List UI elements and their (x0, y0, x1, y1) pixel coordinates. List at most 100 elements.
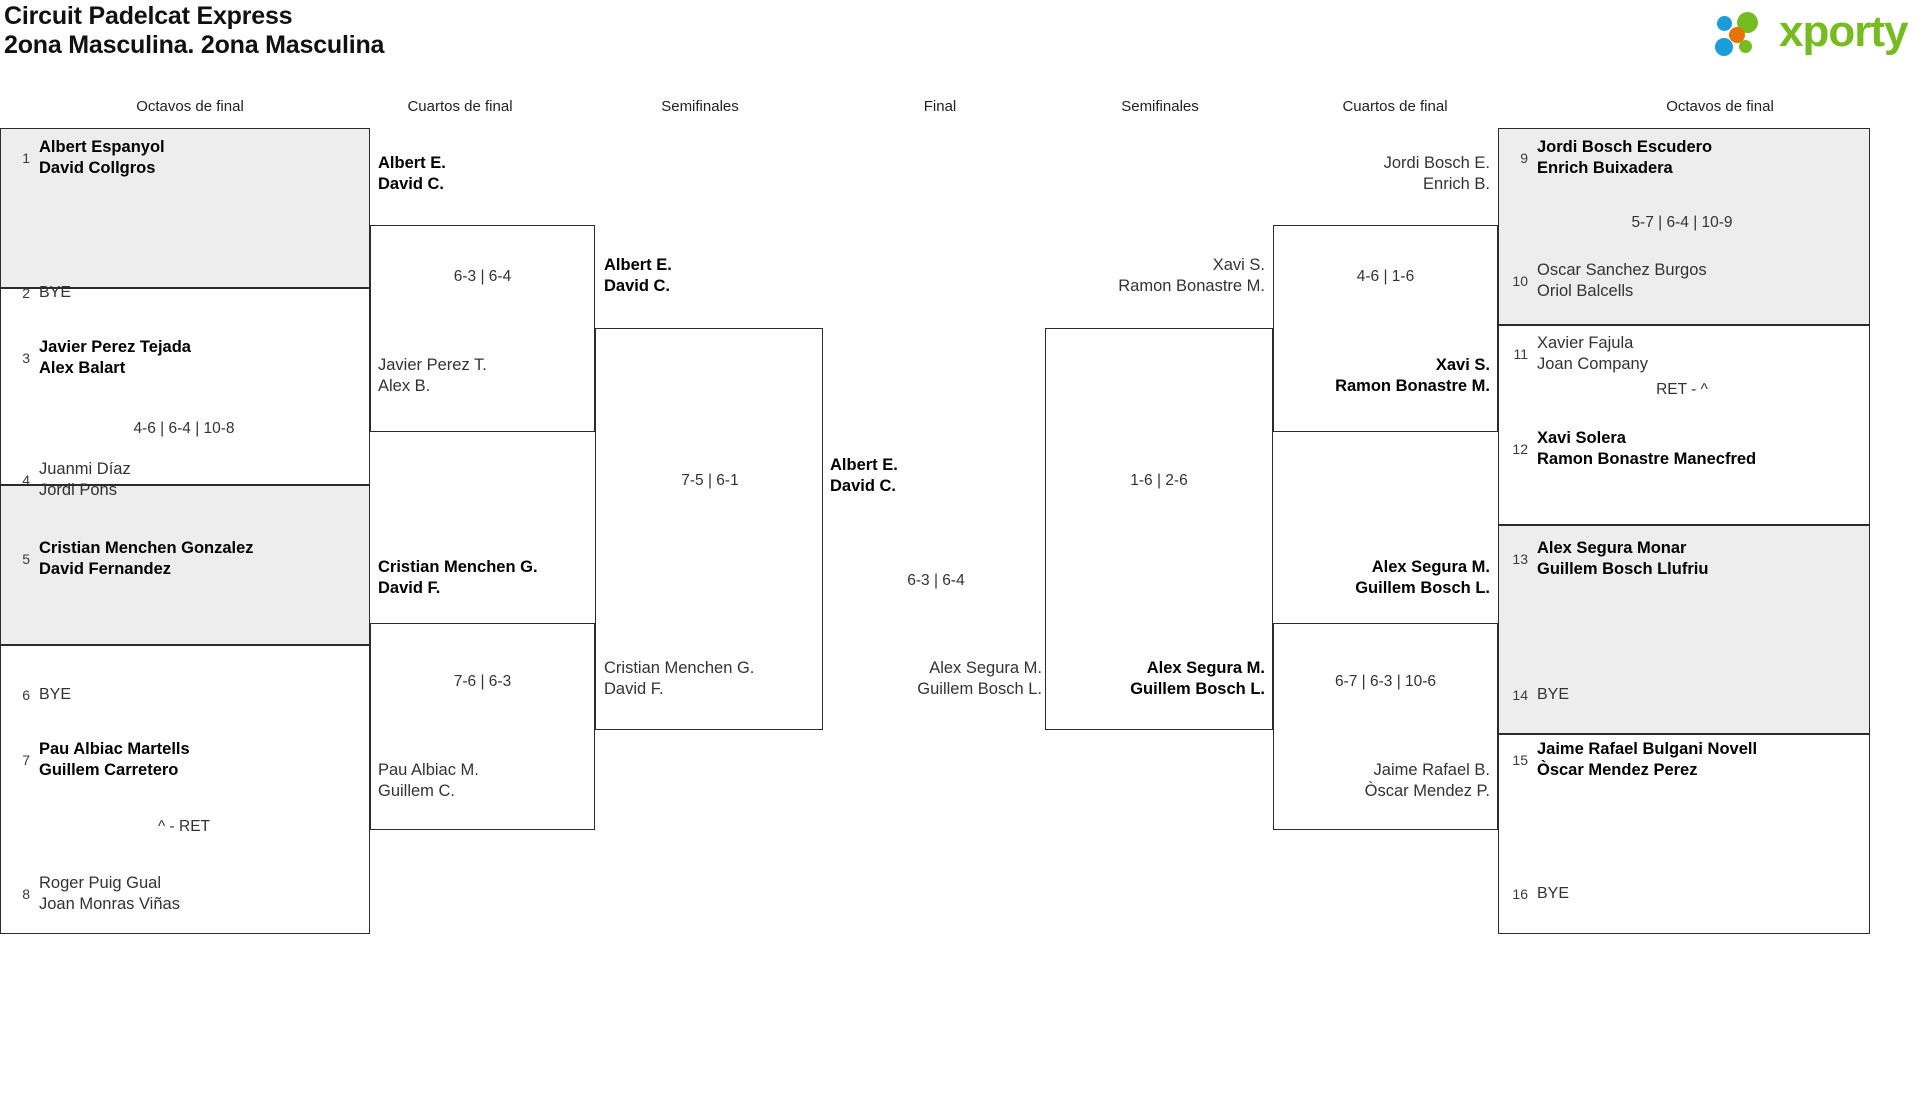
seed-number: 7 (22, 752, 30, 768)
left-sf-bottom-names[interactable]: Cristian Menchen G. David F. (604, 658, 754, 700)
player-name-2: David F. (604, 680, 664, 698)
left-r16-player-4[interactable]: 4 Juanmi Díaz Jordi Pons (8, 459, 131, 501)
player-names: Javier Perez Tejada Alex Balart (39, 337, 191, 379)
left-r16-player-3[interactable]: 3 Javier Perez Tejada Alex Balart (8, 337, 191, 379)
player-name-2: David F. (378, 579, 441, 597)
left-sf-top-names[interactable]: Albert E. David C. (604, 255, 672, 297)
seed-number: 6 (22, 686, 30, 703)
left-r16-match-1-box[interactable] (0, 128, 370, 288)
player-name-2: Ramon Bonastre M. (1118, 277, 1265, 295)
left-qf-match-2-box[interactable] (370, 623, 595, 830)
right-r16-player-13[interactable]: 13 Alex Segura Monar Guillem Bosch Llufr… (1506, 538, 1708, 580)
seed-number: 9 (1520, 150, 1528, 166)
left-qf-match-1-box[interactable] (370, 225, 595, 432)
right-qf-1-top-names[interactable]: Jordi Bosch E. Enrich B. (1281, 153, 1490, 195)
left-qf-2-top-names[interactable]: Cristian Menchen G. David F. (378, 557, 538, 599)
player-name-1: Alex Segura M. (1371, 558, 1490, 576)
player-name-1: Alex Segura M. (929, 659, 1042, 677)
seed-number: 14 (1512, 686, 1528, 703)
player-name-1: Xavi S. (1435, 356, 1490, 374)
tournament-category: 2ona Masculina. 2ona Masculina (4, 31, 385, 59)
left-r16-match-4-box[interactable] (0, 645, 370, 934)
seed-number: 8 (22, 886, 30, 902)
player-name-1: Alex Segura Monar (1537, 539, 1687, 557)
right-r16-player-15[interactable]: 15 Jaime Rafael Bulgani Novell Òscar Men… (1506, 739, 1757, 781)
seed-number: 12 (1512, 441, 1528, 457)
right-r16-player-12[interactable]: 12 Xavi Solera Ramon Bonastre Manecfred (1506, 428, 1756, 470)
player-name-2: Guillem Carretero (39, 761, 179, 779)
right-qf-score-2: 6-7 | 6-3 | 10-6 (1334, 673, 1437, 690)
player-name-1: Cristian Menchen Gonzalez (39, 539, 254, 557)
player-name-2: Alex B. (378, 377, 431, 395)
player-name-1: Pau Albiac M. (378, 761, 479, 779)
player-names: BYE (1537, 883, 1569, 904)
right-qf-match-2-box[interactable] (1273, 623, 1498, 830)
seed-number: 3 (22, 350, 30, 366)
player-name-1: Oscar Sanchez Burgos (1537, 261, 1707, 279)
player-name-2: Enrich Buixadera (1537, 159, 1673, 177)
right-r16-match-7-box[interactable] (1498, 525, 1870, 734)
left-r16-match-3-box[interactable] (0, 485, 370, 645)
left-r16-player-7[interactable]: 7 Pau Albiac Martells Guillem Carretero (8, 739, 190, 781)
right-r16-player-11[interactable]: 11 Xavier Fajula Joan Company (1506, 333, 1648, 375)
round-header-right-qf: Cuartos de final (1342, 98, 1448, 115)
player-name-1: Xavi S. (1212, 256, 1265, 274)
left-qf-1-top-names[interactable]: Albert E. David C. (378, 153, 446, 195)
player-name-1: Javier Perez T. (378, 356, 487, 374)
player-name-2: David C. (378, 175, 445, 193)
left-r16-player-8[interactable]: 8 Roger Puig Gual Joan Monras Viñas (8, 873, 180, 915)
left-qf-1-bottom-names[interactable]: Javier Perez T. Alex B. (378, 355, 487, 397)
player-name-1: Albert E. (830, 456, 898, 474)
right-r16-match-8-box[interactable] (1498, 734, 1870, 934)
player-name-2: David Fernandez (39, 560, 172, 578)
player-name-2: Alex Balart (39, 359, 126, 377)
left-qf-2-bottom-names[interactable]: Pau Albiac M. Guillem C. (378, 760, 479, 802)
left-r16-score-4: ^ - RET (157, 818, 211, 835)
player-name-1: Pau Albiac Martells (39, 740, 190, 758)
left-sf-match-box[interactable] (595, 328, 823, 730)
right-qf-2-bottom-names[interactable]: Jaime Rafael B. Òscar Mendez P. (1281, 760, 1490, 802)
left-r16-player-2[interactable]: 2 BYE (8, 282, 71, 303)
left-r16-score-2: 4-6 | 6-4 | 10-8 (133, 420, 235, 437)
player-name-2: Guillem C. (378, 782, 456, 800)
right-r16-match-5-box[interactable] (1498, 128, 1870, 325)
right-sf-match-box[interactable] (1045, 328, 1273, 730)
player-name-1: Jordi Bosch Escudero (1537, 138, 1713, 156)
final-top-names[interactable]: Albert E. David C. (830, 455, 898, 497)
seed-number: 15 (1512, 752, 1528, 768)
right-sf-score: 1-6 | 2-6 (1130, 472, 1188, 489)
left-r16-match-2-box[interactable] (0, 288, 370, 485)
right-qf-1-bottom-names[interactable]: Xavi S. Ramon Bonastre M. (1281, 355, 1490, 397)
right-qf-2-top-names[interactable]: Alex Segura M. Guillem Bosch L. (1281, 557, 1490, 599)
player-name-1: Albert E. (604, 256, 672, 274)
player-name-1: Xavi Solera (1537, 429, 1626, 447)
seed-number: 13 (1512, 551, 1528, 567)
player-names: BYE (1537, 684, 1569, 705)
left-r16-player-5[interactable]: 5 Cristian Menchen Gonzalez David Fernan… (8, 538, 254, 580)
right-r16-player-10[interactable]: 10 Oscar Sanchez Burgos Oriol Balcells (1506, 260, 1707, 302)
player-name-1: BYE (39, 284, 72, 301)
player-name-1: Jaime Rafael B. (1373, 761, 1490, 779)
left-r16-player-6[interactable]: 6 BYE (8, 684, 71, 705)
final-bottom-names[interactable]: Alex Segura M. Guillem Bosch L. (830, 658, 1042, 700)
seed-number: 16 (1512, 885, 1528, 902)
round-header-left-sf: Semifinales (661, 98, 739, 115)
right-r16-match-6-box[interactable] (1498, 325, 1870, 525)
left-r16-player-1[interactable]: 1 Albert Espanyol David Collgros (8, 137, 164, 179)
right-sf-top-names[interactable]: Xavi S. Ramon Bonastre M. (1053, 255, 1265, 297)
final-score: 6-3 | 6-4 (907, 572, 965, 589)
right-r16-player-14[interactable]: 14 BYE (1506, 684, 1569, 705)
right-sf-bottom-names[interactable]: Alex Segura M. Guillem Bosch L. (1053, 658, 1265, 700)
player-names: BYE (39, 282, 71, 303)
right-qf-score-1: 4-6 | 1-6 (1356, 268, 1415, 285)
player-name-1: Xavier Fajula (1537, 334, 1634, 352)
player-name-2: David C. (830, 477, 897, 495)
player-names: Jordi Bosch Escudero Enrich Buixadera (1537, 137, 1712, 179)
left-sf-score: 7-5 | 6-1 (681, 472, 739, 489)
right-r16-player-16[interactable]: 16 BYE (1506, 883, 1569, 904)
right-r16-player-9[interactable]: 9 Jordi Bosch Escudero Enrich Buixadera (1506, 137, 1712, 179)
player-names: Alex Segura Monar Guillem Bosch Llufriu (1537, 538, 1708, 580)
player-name-2: Òscar Mendez Perez (1537, 761, 1698, 779)
player-names: Xavier Fajula Joan Company (1537, 333, 1648, 375)
right-qf-match-1-box[interactable] (1273, 225, 1498, 432)
